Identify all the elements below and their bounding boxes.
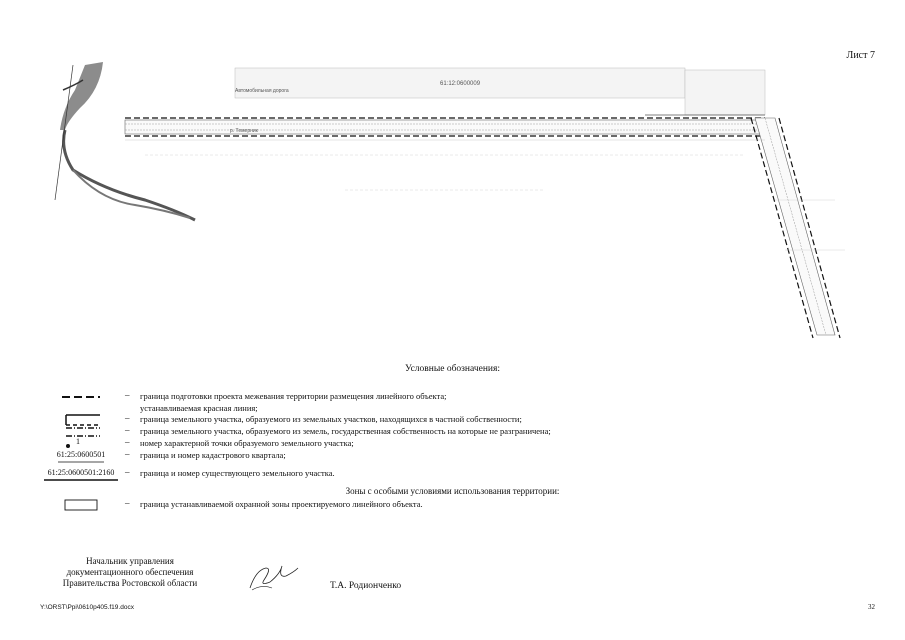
handwritten-signature: [249, 565, 299, 591]
signatory-name: Т.А. Родионченко: [330, 581, 402, 591]
protection-zone-symbol: [64, 499, 98, 511]
quarter-number-symbol: 61:25:0600501: [56, 450, 106, 459]
point-symbol: [66, 444, 70, 448]
legend-item: – граница земельного участка, образуемог…: [40, 425, 880, 439]
state-parcel-symbol: [66, 427, 100, 437]
page-number: 32: [868, 603, 875, 611]
river-label: р. Темерник: [230, 128, 259, 134]
dashed-boundary-symbol: [62, 396, 100, 398]
legend-item: – граница земельного участка, образуемог…: [40, 413, 880, 427]
legend-item: – граница устанавливаемой охранной зоны …: [40, 498, 880, 512]
signatory-position: Начальник управления документационного о…: [62, 556, 198, 588]
private-parcel-symbol: [65, 414, 100, 426]
legend-item: 61:25:0600501 – граница и номер кадастро…: [40, 449, 880, 463]
object-label: Автомобильная дорога: [235, 88, 289, 94]
legend-title: Условные обозначения:: [404, 364, 500, 374]
river-area: [60, 62, 103, 130]
file-path: Y:\ORST\Ppi\0610p405.f19.docx: [40, 604, 134, 611]
zones-title: Зоны с особыми условиями использования т…: [345, 486, 560, 496]
parcel-number-symbol: 61:25:0600501:2160: [47, 468, 115, 477]
legend-item: – граница подготовки проекта межевания т…: [40, 390, 880, 404]
survey-map: 61:12:0600009 Автомобильная дорога р. Те…: [54, 62, 845, 339]
sheet-label: Лист 7: [846, 50, 875, 61]
quarter-label: 61:12:0600009: [440, 81, 481, 87]
legend-item: устанавливаемая красная линия;: [140, 403, 258, 413]
legend-item: 61:25:0600501:2160 – граница и номер сущ…: [40, 467, 880, 481]
legend-item: 1 – номер характерной точки образуемого …: [40, 437, 880, 451]
